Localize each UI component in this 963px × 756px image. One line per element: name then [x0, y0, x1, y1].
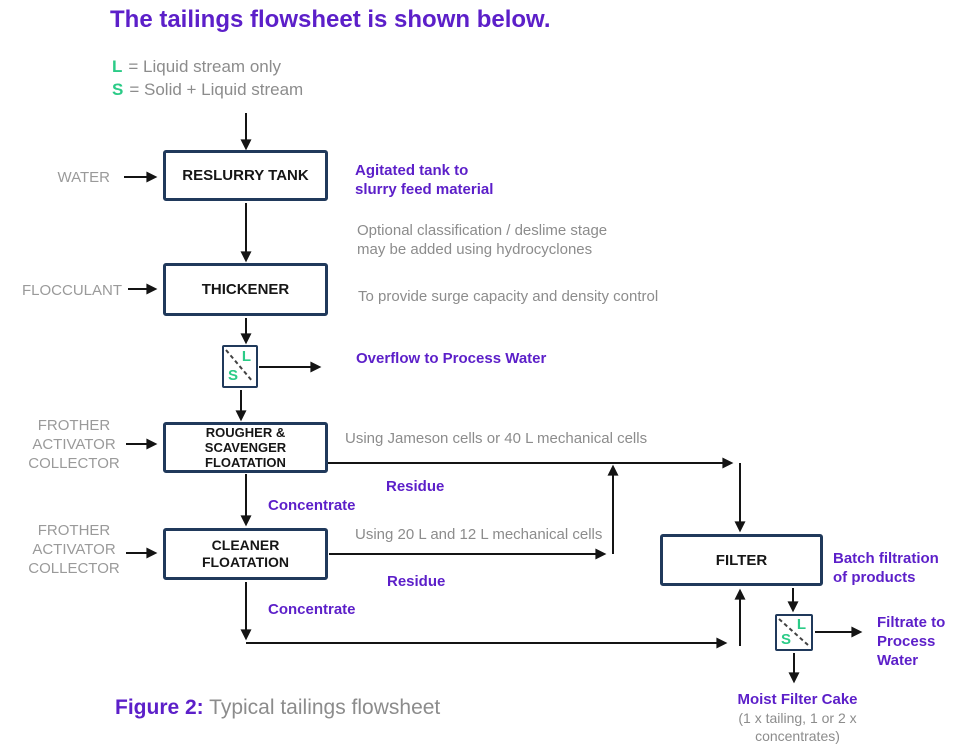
- note-optional-line1: Optional classification / deslime stage: [357, 222, 608, 239]
- label-residue-cleaner: Residue: [387, 573, 446, 590]
- label-filtrate-line3: Water: [877, 652, 919, 669]
- reagent-frother: FROTHER: [37, 417, 111, 434]
- reagent-collector: COLLECTOR: [28, 455, 120, 472]
- rougher-label-line1: ROUGHER &: [205, 425, 286, 440]
- note-reslurry-line2: slurry feed material: [355, 181, 494, 198]
- label-concentrate-rougher: Concentrate: [268, 497, 356, 514]
- label-filtrate: Filtrate to Process Water: [877, 613, 945, 670]
- reagent-collector: COLLECTOR: [28, 560, 120, 577]
- label-moist-cake-detail: (1 x tailing, 1 or 2 x concentrates): [715, 709, 880, 745]
- note-optional-line2: may be added using hydrocyclones: [357, 241, 593, 258]
- stream-label-flocculant: FLOCCULANT: [21, 282, 122, 299]
- figure-caption-label: Figure 2:: [115, 696, 204, 719]
- legend-solid-key: S: [112, 80, 124, 99]
- separator-solid-label: S: [228, 367, 239, 384]
- legend-liquid-key: L: [112, 57, 123, 76]
- figure-caption-text: Typical tailings flowsheet: [209, 696, 441, 719]
- reagent-frother: FROTHER: [37, 522, 111, 539]
- unit-reslurry-tank: RESLURRY TANK: [163, 150, 328, 201]
- label-moist-cake-detail-line2: concentrates): [755, 728, 840, 744]
- label-residue-rougher: Residue: [386, 478, 445, 495]
- reagent-activator: ACTIVATOR: [32, 436, 116, 453]
- stream-legend: L = Liquid stream only S = Solid + Liquid …: [112, 55, 303, 101]
- separator-solid-label: S: [781, 631, 792, 648]
- stream-label-reagents-cleaner: FROTHER ACTIVATOR COLLECTOR: [26, 521, 122, 578]
- separator-liquid-label: L: [796, 616, 806, 633]
- note-overflow: Overflow to Process Water: [356, 350, 547, 367]
- cleaner-label-line1: CLEANER: [211, 537, 280, 553]
- note-thickener: To provide surge capacity and density co…: [358, 288, 659, 305]
- stream-label-water: WATER: [57, 169, 111, 186]
- legend-liquid: L = Liquid stream only: [112, 55, 303, 78]
- label-concentrate-cleaner: Concentrate: [268, 601, 356, 618]
- unit-thickener: THICKENER: [163, 263, 328, 316]
- label-filtrate-line2: Process: [877, 633, 936, 650]
- note-reslurry: Agitated tank to slurry feed material: [355, 161, 493, 199]
- cleaner-label-line2: FLOATATION: [201, 554, 290, 570]
- note-reslurry-line1: Agitated tank to: [355, 162, 469, 179]
- page-title: The tailings flowsheet is shown below.: [110, 6, 551, 33]
- unit-cleaner-floatation: CLEANER FLOATATION: [163, 528, 328, 580]
- unit-filter: FILTER: [660, 534, 823, 586]
- rougher-label-line3: FLOATATION: [205, 455, 286, 470]
- separator-symbol-filter-filtrate: L S: [775, 614, 813, 651]
- note-filter-line2: of products: [833, 569, 916, 586]
- rougher-label-line2: SCAVENGER: [204, 440, 287, 455]
- unit-rougher-scavenger-floatation: ROUGHER & SCAVENGER FLOATATION: [163, 422, 328, 473]
- reagent-activator: ACTIVATOR: [32, 541, 116, 558]
- separator-liquid-label: L: [241, 348, 251, 365]
- label-moist-filter-cake: Moist Filter Cake: [737, 691, 858, 708]
- figure-caption: Figure 2: Typical tailings flowsheet: [115, 696, 440, 720]
- note-filter: Batch filtration of products: [833, 549, 939, 587]
- legend-solid-text: = Solid + Liquid stream: [129, 80, 304, 99]
- note-filter-line1: Batch filtration: [833, 550, 939, 567]
- note-optional-deslime: Optional classification / deslime stage …: [357, 221, 607, 259]
- label-filtrate-line1: Filtrate to: [877, 614, 946, 631]
- note-cleaner-cells: Using 20 L and 12 L mechanical cells: [355, 526, 603, 543]
- stream-label-reagents-rougher: FROTHER ACTIVATOR COLLECTOR: [26, 416, 122, 473]
- label-moist-cake-detail-line1: (1 x tailing, 1 or 2 x: [738, 710, 857, 726]
- legend-solid: S = Solid + Liquid stream: [112, 78, 303, 101]
- note-rougher-cells: Using Jameson cells or 40 L mechanical c…: [345, 430, 648, 447]
- legend-liquid-text: = Liquid stream only: [128, 57, 282, 76]
- separator-symbol-thickener-overflow: L S: [222, 345, 258, 388]
